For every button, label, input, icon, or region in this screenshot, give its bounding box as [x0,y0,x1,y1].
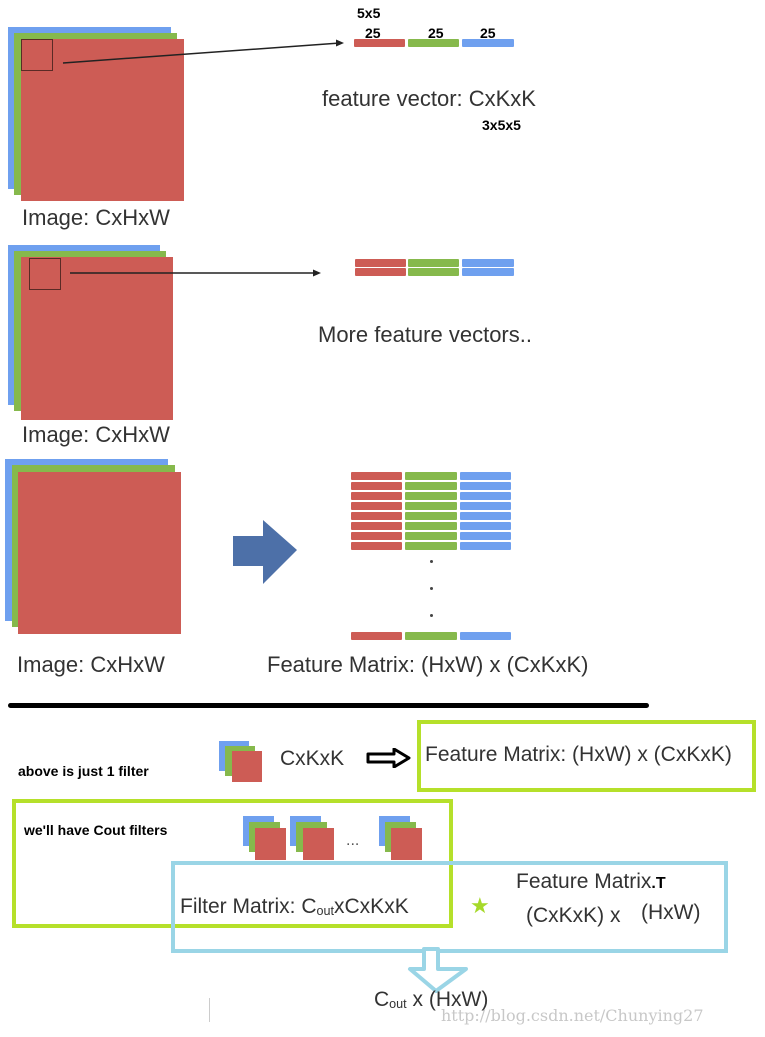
filter-channel-red [232,751,262,782]
image-label: Image: CxHxW [22,422,170,447]
image-label: Image: CxHxW [17,652,165,677]
image-label: Image: CxHxW [22,205,170,230]
vector-segment-blue [462,268,514,276]
matrix-row-5-red [351,522,402,530]
feature-vector-label: feature vector: CxKxK [322,86,536,111]
kernel-size-label: 5x5 [357,5,381,21]
vector-segment-red [355,259,406,267]
filter-matrix-suffix: xCxKxK [334,895,409,918]
filter-matrix-label: Filter Matrix: CoutxCxKxK [180,895,409,919]
matrix-row-3-red [351,502,402,510]
filter-channel-red [255,828,286,860]
matrix-row-6-green [405,532,457,540]
matrix-product-box [171,861,728,953]
feature-vector-dims: 3x5x5 [482,117,521,133]
vector-segment-blue [462,259,514,267]
image-channel-red [18,472,181,634]
segment-count-green: 25 [428,25,444,41]
filter-channel-red [391,828,422,860]
matrix-row-5-green [405,522,457,530]
filter-channel-red [303,828,334,860]
matrix-last-row-red [351,632,402,640]
matrix-row-0-blue [460,472,511,480]
filter-ellipsis: ... [346,832,360,849]
vertical-tick [209,998,210,1022]
filter-matrix-sub: out [316,904,335,918]
vector-segment-green [408,268,459,276]
feature-matrix-summary-label: Feature Matrix: (HxW) x (CxKxK) [425,743,732,766]
matrix-row-2-green [405,492,457,500]
transposed-dims-right: (HxW) [641,901,701,924]
result-prefix: C [374,988,390,1011]
matrix-row-2-red [351,492,402,500]
matrix-row-6-red [351,532,402,540]
matrix-row-7-red [351,542,402,550]
transposed-matrix-title: Feature Matrix.T [516,870,666,894]
matrix-row-2-blue [460,492,511,500]
one-filter-note: above is just 1 filter [18,763,149,779]
matrix-row-1-red [351,482,402,490]
ellipsis-dot [430,587,433,590]
filter-matrix-prefix: Filter Matrix: C [180,895,317,918]
matrix-row-3-blue [460,502,511,510]
matrix-row-0-green [405,472,457,480]
vector-segment-blue [462,39,514,47]
transposed-title-text: Feature Matrix [516,870,652,893]
segment-count-blue: 25 [480,25,496,41]
matrix-row-6-blue [460,532,511,540]
matrix-row-7-green [405,542,457,550]
result-down-arrow-icon [408,947,468,993]
transposed-dims-left: (CxKxK) x [526,904,621,927]
matrix-last-row-green [405,632,457,640]
multiply-star-icon: ★ [470,893,490,918]
cout-filters-note: we'll have Cout filters [24,822,168,838]
transform-arrow-icon [233,520,297,584]
matrix-row-3-green [405,502,457,510]
vector-segment-red [354,39,405,47]
implies-arrow-icon [366,748,411,768]
matrix-row-0-red [351,472,402,480]
matrix-row-4-green [405,512,457,520]
feature-matrix-label: Feature Matrix: (HxW) x (CxKxK) [267,652,589,677]
ellipsis-dot [430,560,433,563]
vector-segment-green [408,259,459,267]
vector-segment-red [355,268,406,276]
kernel-patch [21,39,53,71]
segment-count-red: 25 [365,25,381,41]
matrix-row-4-blue [460,512,511,520]
image-channel-red [21,39,184,201]
section-divider [8,703,649,708]
matrix-row-1-green [405,482,457,490]
matrix-row-5-blue [460,522,511,530]
result-shape-label: Cout x (HxW) [374,988,488,1012]
filter-shape-label: CxKxK [280,747,345,770]
transpose-mark: .T [651,875,666,892]
matrix-last-row-blue [460,632,511,640]
ellipsis-dot [430,614,433,617]
result-suffix: x (HxW) [406,988,489,1011]
matrix-row-4-red [351,512,402,520]
feature-matrix-highlight-box [417,720,756,792]
vector-segment-green [408,39,459,47]
more-vectors-label: More feature vectors.. [318,322,532,347]
matrix-row-1-blue [460,482,511,490]
watermark: http://blog.csdn.net/Chunying27 [441,1006,704,1025]
patch-to-vector-arrow [70,269,321,277]
matrix-row-7-blue [460,542,511,550]
kernel-patch [29,258,61,290]
patch-to-vector-arrow [62,39,344,64]
result-sub: out [389,997,407,1011]
image-channel-red [21,257,173,420]
